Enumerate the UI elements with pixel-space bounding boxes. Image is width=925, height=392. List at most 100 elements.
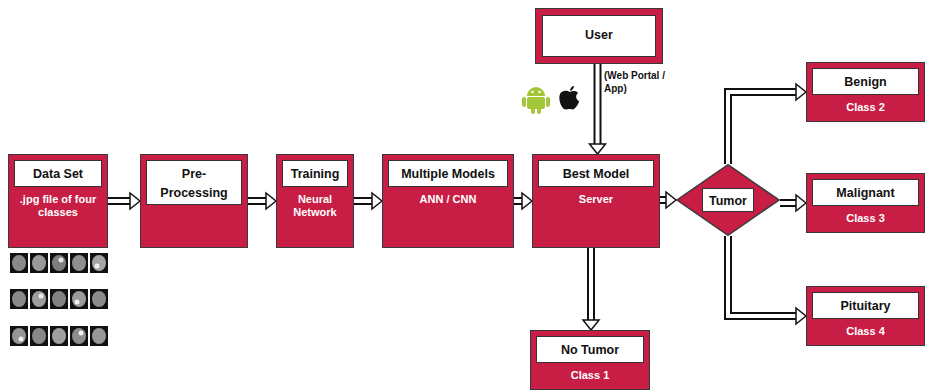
box-content: Pre-Processing	[141, 155, 247, 210]
mri-image	[92, 291, 106, 307]
box-subtitle: Class 2	[812, 101, 919, 114]
arrow-head	[130, 193, 140, 209]
arrow-shaft	[728, 236, 797, 316]
box-title: Training	[291, 167, 340, 181]
arrow-head	[372, 193, 382, 209]
arrow-head	[796, 308, 806, 324]
arrow-shaft	[587, 248, 595, 321]
process-box: User	[535, 8, 663, 64]
arrow-shaft	[248, 197, 267, 205]
box-title: Data Set	[33, 167, 83, 181]
process-box: TrainingNeural Network	[276, 154, 354, 248]
box-content: TrainingNeural Network	[277, 155, 353, 224]
mri-image	[32, 328, 46, 344]
android-icon	[522, 87, 550, 114]
mri-image	[90, 289, 108, 309]
process-box: MalignantClass 3	[806, 173, 925, 233]
arrow-shaft	[728, 92, 797, 164]
mri-image	[52, 328, 66, 344]
box-subtitle: .jpg file of four classes	[14, 193, 102, 219]
label-panel: Pituitary	[812, 292, 919, 319]
arrow-shaft	[594, 64, 602, 145]
label-panel: Data Set	[14, 160, 102, 187]
flow-arrow	[354, 193, 382, 209]
label-panel: Training	[282, 160, 348, 187]
label-panel: Benign	[812, 68, 919, 95]
arrow-shaft	[596, 64, 600, 145]
box-title: User	[585, 28, 613, 44]
android-icon	[538, 91, 540, 93]
box-title: Pre-Processing	[160, 167, 227, 200]
mri-image	[10, 253, 28, 273]
mri-image	[50, 326, 68, 346]
label-panel: Malignant	[812, 179, 919, 206]
box-content: Multiple ModelsANN / CNN	[383, 155, 513, 211]
box-subtitle: Class 4	[812, 325, 919, 338]
flow-arrow	[108, 193, 140, 209]
mri-image	[72, 255, 86, 271]
arrow-head	[522, 193, 532, 209]
mri-image	[90, 326, 108, 346]
mri-thumbnails	[10, 253, 108, 346]
box-title: Tumor	[709, 194, 747, 208]
box-content: BenignClass 2	[807, 63, 924, 119]
label-panel: Tumor	[702, 188, 754, 213]
mri-image	[70, 326, 88, 346]
mri-image	[70, 253, 88, 273]
process-box: Pre-Processing	[140, 154, 248, 248]
process-box: Data Set .jpg file of four classes	[8, 154, 108, 248]
label-panel: Best Model	[538, 160, 654, 187]
arrow-head	[590, 144, 606, 154]
box-content: Tumor	[676, 164, 780, 236]
mri-image	[95, 264, 100, 269]
label-panel: User	[542, 15, 656, 57]
mri-image	[12, 291, 26, 307]
box-subtitle: Class 3	[812, 212, 919, 225]
arrow-head	[796, 195, 806, 211]
box-content: PituitaryClass 4	[807, 287, 924, 343]
arrow-shaft	[248, 199, 267, 203]
mri-image	[32, 291, 46, 307]
mri-image	[19, 337, 24, 342]
process-box: PituitaryClass 4	[806, 286, 925, 346]
flow-arrow	[590, 64, 606, 154]
mri-image	[39, 294, 44, 299]
diamond-outline	[677, 165, 779, 236]
process-box: BenignClass 2	[806, 62, 925, 122]
mri-image	[90, 253, 108, 273]
arrow-head	[666, 192, 676, 208]
flow-arrow	[728, 84, 806, 164]
process-box: No TumorClass 1	[530, 330, 650, 390]
mri-image	[72, 328, 86, 344]
mri-image	[30, 253, 48, 273]
flow-arrow	[248, 193, 276, 209]
box-title: Benign	[844, 75, 886, 89]
arrow-shaft	[108, 197, 131, 205]
mri-image	[50, 289, 68, 309]
flow-arrow	[583, 248, 599, 330]
arrow-shaft	[354, 199, 373, 203]
box-subtitle: Class 1	[536, 369, 644, 382]
mri-image	[30, 326, 48, 346]
android-icon	[531, 108, 535, 114]
flow-arrow	[728, 236, 806, 324]
mri-image	[59, 258, 64, 263]
process-box: Best ModelServer	[532, 154, 660, 248]
mri-image	[75, 300, 80, 305]
box-content: Best ModelServer	[533, 155, 659, 211]
mri-image	[70, 289, 88, 309]
mri-image	[72, 291, 86, 307]
process-box: Multiple ModelsANN / CNN	[382, 154, 514, 248]
box-title: No Tumor	[561, 343, 619, 357]
mri-image	[12, 328, 26, 344]
arrow-shaft	[780, 201, 797, 205]
arrow-head	[796, 84, 806, 100]
annotation-label: (Web Portal / App)	[604, 70, 682, 95]
arrow-head	[266, 193, 276, 209]
label-panel: Multiple Models	[388, 160, 508, 187]
mri-image	[92, 328, 106, 344]
mri-image	[30, 289, 48, 309]
decision-diamond: Tumor	[676, 164, 780, 236]
box-title: Pituitary	[840, 299, 890, 313]
